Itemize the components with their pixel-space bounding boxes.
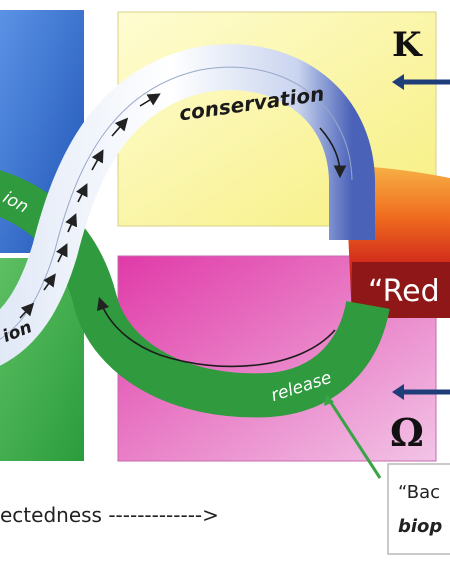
white-loop-outline	[0, 66, 353, 340]
note-box	[387, 463, 450, 555]
note-line-2: biop	[398, 516, 442, 537]
white-loop-arrows	[19, 93, 347, 319]
bottom-navy-arrow	[392, 384, 450, 400]
red-callout-text: “Red	[368, 274, 440, 309]
note-pointer-line	[326, 397, 382, 479]
top-navy-arrow	[392, 74, 450, 90]
kappa-symbol: K	[392, 25, 423, 65]
omega-symbol: Ω	[390, 410, 424, 455]
green-loop-inner-arrow	[96, 296, 336, 368]
axis-label: ectedness ------------->	[0, 503, 219, 527]
note-line-1: “Bac	[398, 482, 440, 503]
